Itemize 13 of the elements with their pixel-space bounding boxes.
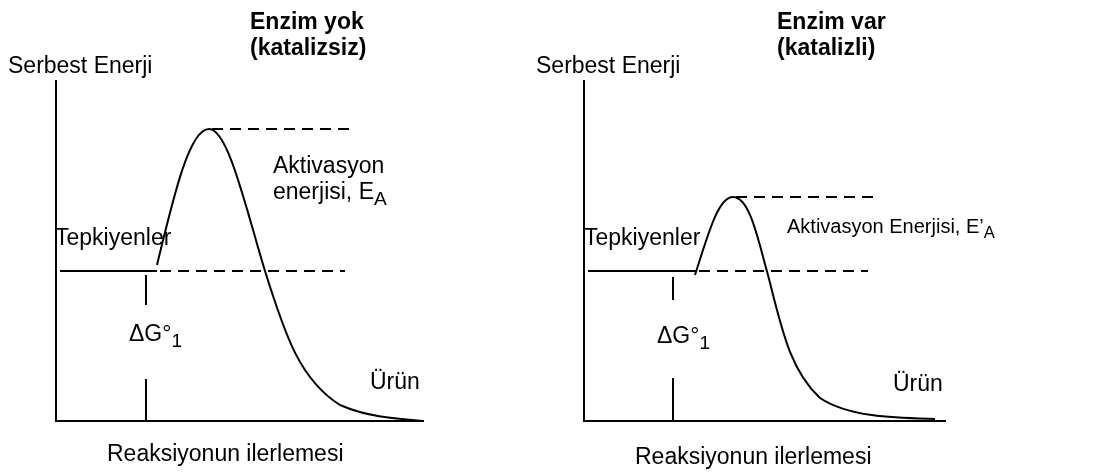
- panel-title: Enzim yok (katalizsiz): [250, 8, 368, 61]
- panel-title: Enzim var (katalizli): [777, 8, 887, 61]
- curve-label: Ürün: [370, 368, 420, 395]
- curve-label: ΔG°$_{1}$: [657, 322, 711, 354]
- axis-label: Reaksiyonun ilerlemesi: [635, 443, 872, 470]
- axis-label: Serbest Enerji: [8, 52, 153, 79]
- curve-label: Aktivasyon enerjisi, E$_{A}$: [273, 152, 388, 211]
- axis-label: Serbest Enerji: [536, 52, 681, 79]
- curve-label: Ürün: [893, 370, 943, 397]
- curve-label: ΔG°$_{1}$: [129, 320, 183, 352]
- curve-label: Tepkiyenler: [584, 224, 701, 251]
- axis-label: Reaksiyonun ilerlemesi: [107, 440, 344, 467]
- curve-label: Aktivasyon Enerjisi, E’$_{A}$: [787, 215, 995, 243]
